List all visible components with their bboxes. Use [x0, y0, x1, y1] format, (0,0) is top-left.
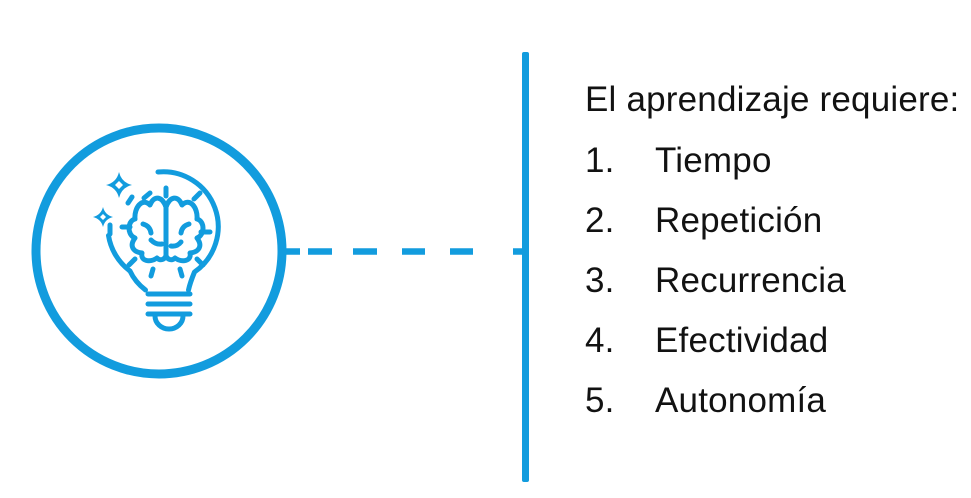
list-item: 2. Repetición	[585, 191, 959, 251]
list-item-number: 5.	[585, 381, 615, 420]
list-item-label: Repetición	[655, 201, 823, 240]
requirements-list: 1. Tiempo 2. Repetición 3. Recurrencia 4…	[585, 131, 959, 431]
list-item-number: 4.	[585, 321, 615, 360]
rays-icon	[107, 185, 213, 279]
list-item: 3. Recurrencia	[585, 251, 959, 311]
circle-border	[31, 123, 287, 379]
brain-icon	[126, 195, 206, 264]
brain-lightbulb-badge	[31, 123, 287, 379]
list-item-label: Tiempo	[655, 141, 772, 180]
list-item-number: 3.	[585, 261, 615, 300]
list-item-number: 1.	[585, 141, 615, 180]
list-item: 5. Autonomía	[585, 371, 959, 431]
lightbulb-icon	[106, 169, 221, 332]
list-item-label: Efectividad	[655, 321, 829, 360]
list-item-number: 2.	[585, 201, 615, 240]
list-item-label: Recurrencia	[655, 261, 846, 300]
heading: El aprendizaje requiere:	[585, 80, 960, 119]
dashed-connector-line	[285, 248, 525, 255]
list-item: 4. Efectividad	[585, 311, 959, 371]
list-item-label: Autonomía	[655, 381, 827, 420]
vertical-divider-line	[522, 52, 529, 482]
text-panel: El aprendizaje requiere: 1. Tiempo 2. Re…	[585, 69, 959, 431]
sparkle-icon	[93, 172, 132, 227]
list-item: 1. Tiempo	[585, 131, 959, 191]
